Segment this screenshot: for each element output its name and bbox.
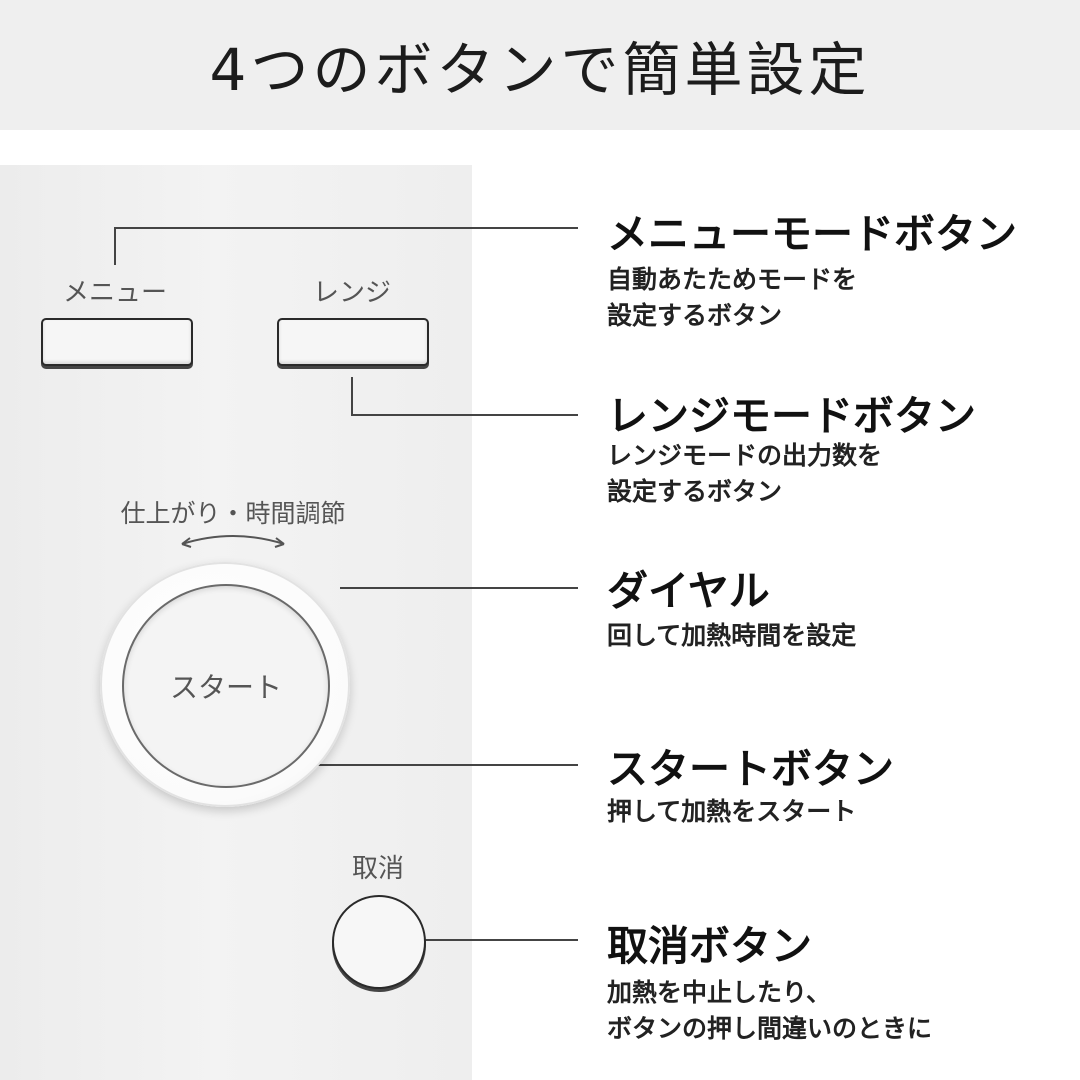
start-desc: 押して加熱をスタート [607, 797, 857, 826]
cancel-desc: 加熱を中止したり、 ボタンの押し間違いのときに [607, 978, 933, 1043]
dial[interactable]: スタート [100, 562, 350, 807]
dial-desc: 回して加熱時間を設定 [607, 621, 857, 650]
cancel-title: 取消ボタン [607, 922, 812, 970]
dial-caption: 仕上がり・時間調節 [120, 499, 346, 528]
range-mode-title: レンジモードボタン [607, 392, 976, 440]
cancel-button[interactable] [332, 895, 426, 989]
menu-mode-desc: 自動あたためモードを 設定するボタン [607, 265, 858, 330]
start-button[interactable]: スタート [122, 584, 330, 788]
header-banner: 4つのボタンで簡単設定 [0, 0, 1080, 130]
start-title: スタートボタン [607, 745, 894, 793]
menu-button-label: メニュー [62, 278, 168, 308]
start-button-label: スタート [169, 671, 282, 704]
menu-mode-title: メニューモードボタン [607, 210, 1017, 258]
menu-button[interactable] [41, 318, 193, 366]
range-button[interactable] [277, 318, 429, 366]
cancel-button-label: 取消 [351, 854, 405, 884]
dial-title: ダイヤル [607, 567, 770, 615]
range-button-label: レンジ [312, 278, 392, 308]
page-title: 4つのボタンで簡単設定 [209, 36, 871, 104]
range-mode-desc: レンジモードの出力数を 設定するボタン [607, 441, 883, 506]
